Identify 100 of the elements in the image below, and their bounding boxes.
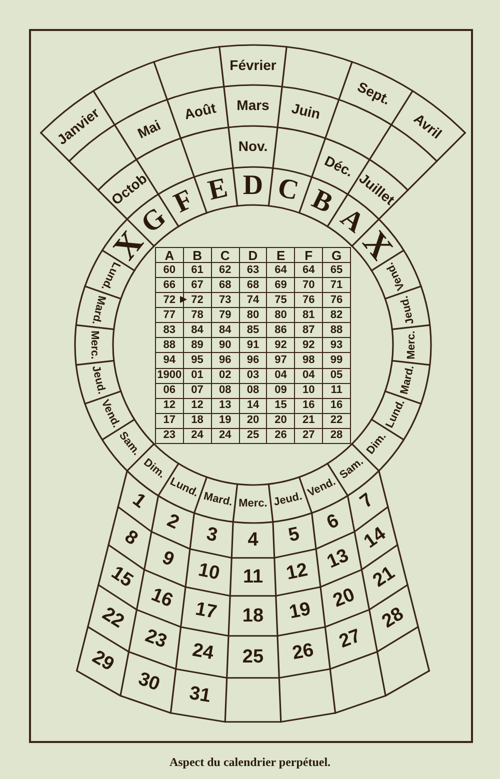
weekday-name: Vend. (306, 476, 338, 500)
year-entry: 07 (183, 383, 212, 398)
day-number: 15 (108, 564, 136, 592)
day-number: 16 (148, 586, 176, 612)
year-entry: 24 (183, 428, 212, 444)
year-entry: 08 (211, 383, 240, 398)
year-entry: 80 (239, 308, 267, 323)
year-entry: 23 (156, 428, 184, 444)
day-number: 27 (337, 626, 364, 652)
day-number: 23 (142, 626, 169, 652)
weekday-name: Merc. (238, 498, 268, 510)
day-number: 30 (136, 670, 162, 695)
day-number: 8 (120, 527, 140, 550)
year-entry: 09 (266, 383, 295, 398)
year-entry: 70 (294, 278, 323, 293)
day-number: 1 (128, 490, 149, 512)
year-entry: 64 (266, 262, 295, 278)
column-letter: E (205, 174, 230, 206)
year-entry: 73 (211, 292, 240, 308)
column-letter: G (136, 202, 172, 238)
year-entry: 22 (322, 413, 350, 428)
day-number: 14 (361, 524, 390, 552)
column-header: C (211, 248, 240, 263)
year-entry: 65 (322, 262, 350, 278)
year-entry: 68 (211, 278, 240, 293)
year-entry: 12 (183, 398, 212, 414)
year-entry: 04 (294, 368, 323, 384)
year-entry: 95 (183, 352, 212, 368)
column-letter: B (308, 185, 336, 218)
weekday-name: Mard. (399, 364, 417, 396)
day-number: 7 (357, 490, 378, 512)
year-entry: 11 (322, 383, 350, 398)
year-entry: 25 (239, 428, 267, 444)
weekday-name: Jeud. (89, 365, 107, 396)
year-entry: 71 (322, 278, 350, 293)
year-entry: 01 (183, 368, 212, 384)
weekday-name: Jeud. (399, 294, 417, 325)
year-entry: 99 (322, 352, 350, 368)
day-number: 11 (242, 567, 264, 586)
year-entry: 76 (294, 292, 323, 308)
year-entry: 64 (294, 262, 323, 278)
year-entry: 89 (183, 338, 212, 353)
month-name: Sept. (356, 78, 393, 106)
month-name: Février (230, 58, 276, 72)
year-entry: 08 (239, 383, 267, 398)
year-entry: 75 (266, 292, 295, 308)
day-number: 22 (98, 604, 127, 632)
weekday-name: Vend. (98, 398, 122, 430)
year-entry: 90 (211, 338, 240, 353)
year-entry: 63 (239, 262, 267, 278)
year-entry: 80 (266, 308, 295, 323)
day-number: 24 (190, 641, 216, 664)
year-entry: 06 (156, 383, 184, 398)
year-entry: 12 (156, 398, 184, 414)
year-entry: 19 (211, 413, 240, 428)
year-entry: 02 (211, 368, 240, 384)
year-entry: 79 (211, 308, 240, 323)
year-entry: 84 (183, 322, 212, 338)
day-number: 25 (242, 647, 264, 666)
column-header: A (156, 248, 184, 263)
year-entry: 62 (211, 262, 240, 278)
year-entry: 74 (239, 292, 267, 308)
year-entry: 82 (322, 308, 350, 323)
year-entry: 20 (239, 413, 267, 428)
year-entry: 21 (294, 413, 323, 428)
day-number: 21 (370, 564, 398, 592)
year-entry: 16 (322, 398, 350, 414)
day-number: 29 (90, 648, 118, 675)
year-entry: 20 (266, 413, 295, 428)
year-entry: 61 (183, 262, 212, 278)
weekday-name: Mard. (202, 491, 234, 509)
year-entry: 93 (322, 338, 350, 353)
year-entry: 13 (211, 398, 240, 414)
day-number: 10 (197, 561, 222, 584)
year-entry: 96 (211, 352, 240, 368)
year-entry: 94 (156, 352, 184, 368)
year-entry: 24 (211, 428, 240, 444)
day-number: 28 (379, 604, 408, 632)
year-entry: 04 (266, 368, 295, 384)
year-entry: 97 (266, 352, 295, 368)
year-entry: 14 (239, 398, 267, 414)
column-header: B (183, 248, 212, 263)
year-entry: 86 (266, 322, 295, 338)
year-entry: 69 (266, 278, 295, 293)
day-number: 12 (284, 561, 309, 584)
day-number: 31 (188, 684, 212, 707)
month-name: Nov. (238, 139, 268, 153)
year-entry: 92 (266, 338, 295, 353)
year-entry: 76 (322, 292, 350, 308)
caption: Aspect du calendrier perpétuel. (168, 755, 332, 770)
column-letter: C (275, 174, 302, 206)
column-header: E (266, 248, 295, 263)
day-number: 4 (248, 530, 258, 550)
year-entry: 98 (294, 352, 323, 368)
year-entry: 96 (239, 352, 267, 368)
year-entry: 10 (294, 383, 323, 398)
day-number: 20 (330, 586, 358, 612)
day-number: 13 (324, 546, 352, 572)
day-number: 3 (205, 525, 220, 546)
year-entry: 60 (156, 262, 184, 278)
